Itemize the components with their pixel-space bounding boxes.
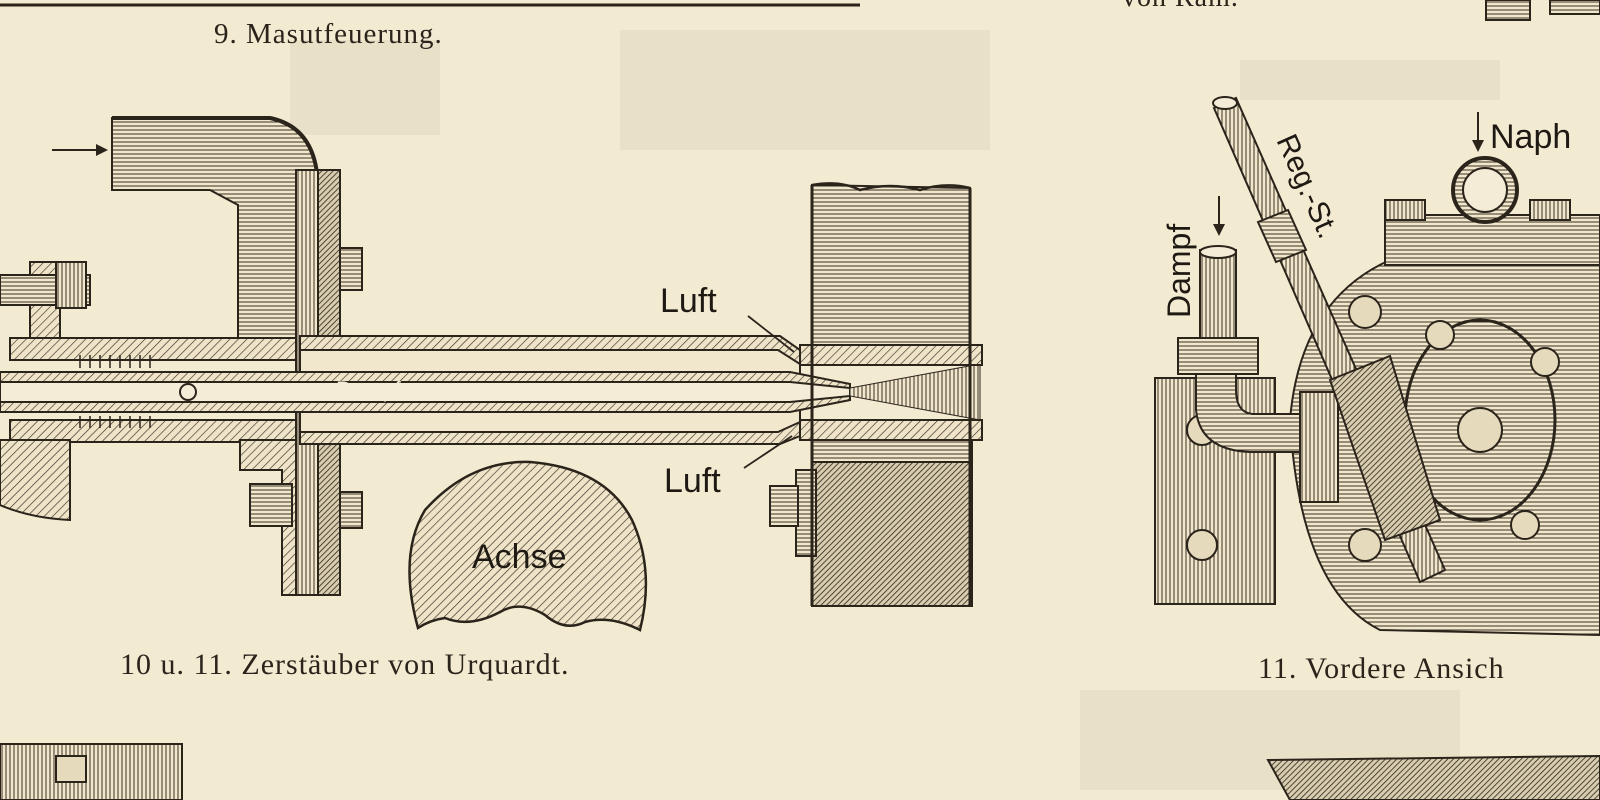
naphtha-label: Naph [1490,118,1571,156]
atomizer-cross-section [0,116,983,632]
achse-label: Achse [472,538,567,576]
top-right-fragment [1485,0,1600,21]
dampf-center-label: Dampf [336,377,402,402]
front-view-drawing [1154,96,1600,637]
caption-fig-11: 11. Vordere Ansich [1258,652,1505,685]
luft-bottom-label: Luft [664,462,721,500]
dampf-side-label: Dampf [1161,224,1197,318]
bottom-fragment-left [0,743,183,800]
caption-fig-9: 9. Masutfeuerung. [214,18,443,50]
luft-top-label: Luft [660,282,717,320]
bottom-fragment-right [1266,754,1600,800]
caption-fig-10-11: 10 u. 11. Zerstäuber von Urquardt. [120,648,570,681]
caption-top-fragment: von Ram. [1122,0,1239,14]
